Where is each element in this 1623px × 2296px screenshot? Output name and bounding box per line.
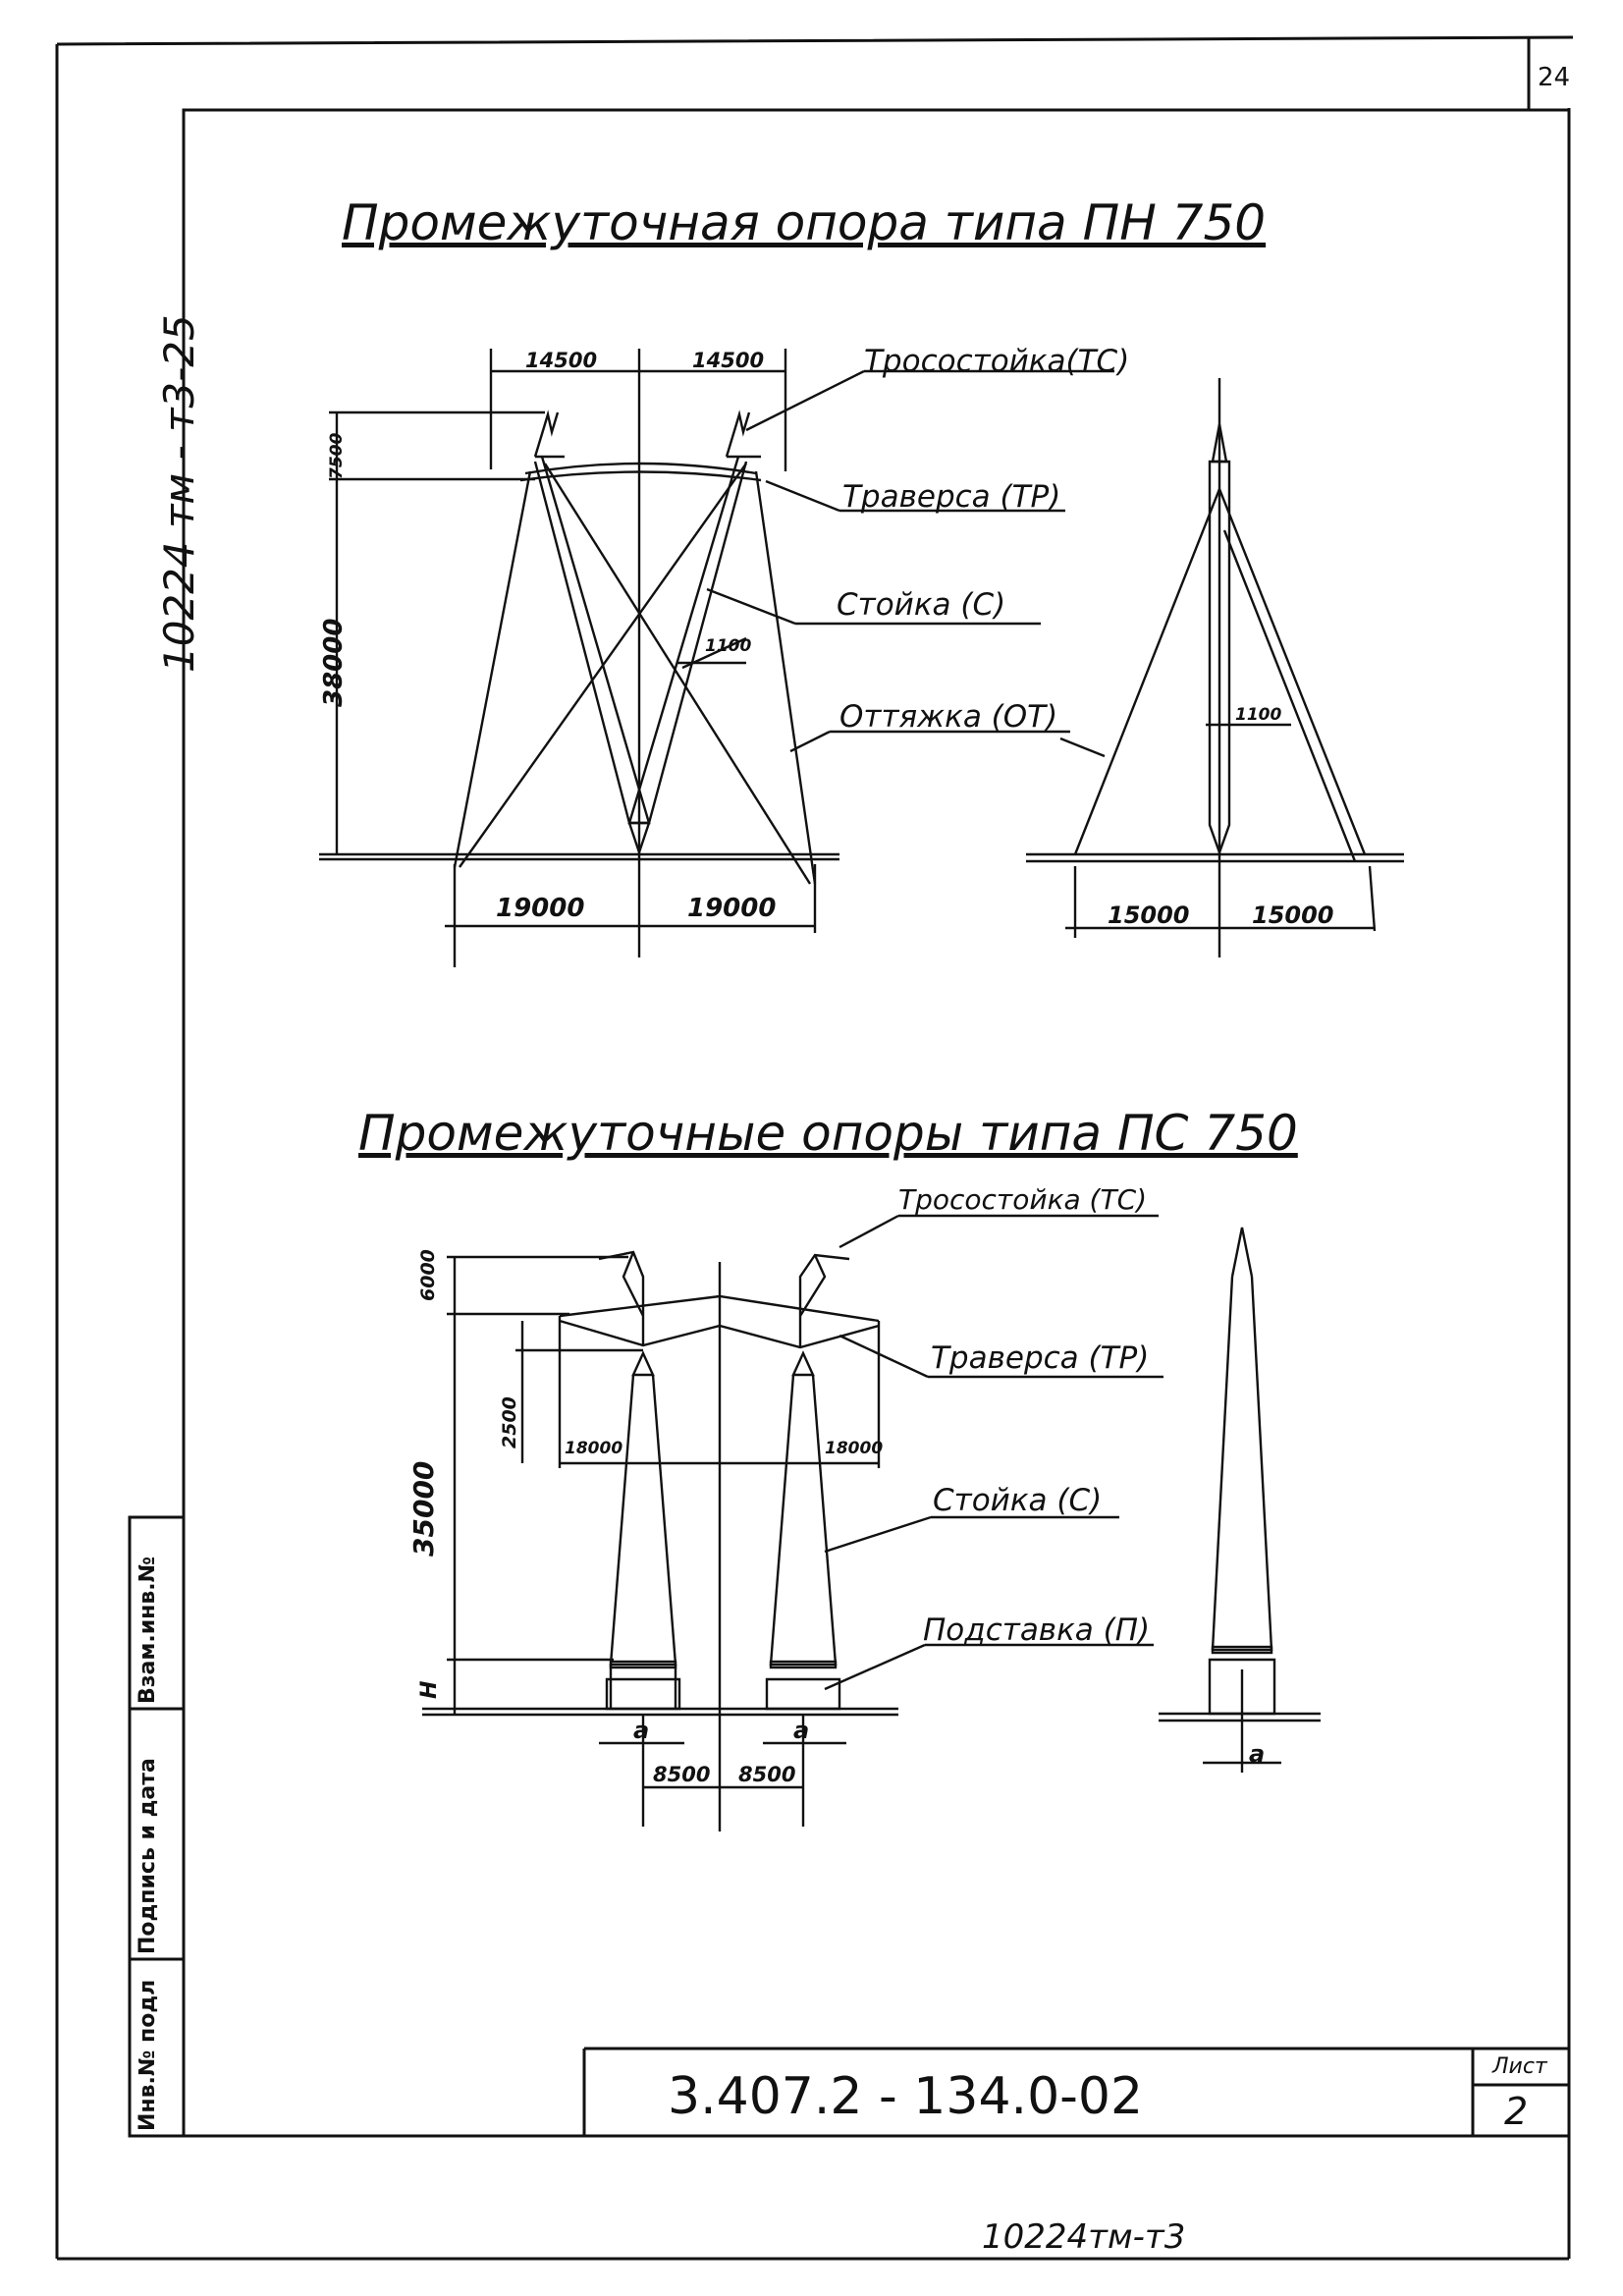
dim-h: H: [417, 1680, 442, 1699]
dim-half1: 8500: [653, 1763, 711, 1786]
dim-a-side: a: [1249, 1740, 1266, 1768]
dim-half2: 8500: [738, 1763, 796, 1786]
inner-frame: [182, 108, 1571, 2138]
top-title: Промежуточная опора типа ПН 750: [342, 194, 1267, 251]
dim-side-right: 15000: [1252, 902, 1334, 929]
dim-base-right: 19000: [687, 894, 777, 923]
dim-side-stand: 1100: [1235, 705, 1282, 725]
dim-left-span: 14500: [525, 349, 598, 372]
dim-side-left: 15000: [1108, 902, 1190, 929]
title-block: [582, 2047, 1569, 2136]
dim-height-bottom: 35000: [407, 1460, 440, 1557]
label-tr-bottom: Траверса (ТР): [931, 1340, 1150, 1376]
dim-height: 38000: [319, 618, 349, 707]
dim-a-left: a: [633, 1717, 650, 1744]
label-ts-top: Тросостойка(ТС): [864, 344, 1130, 379]
dim-left-w: 18000: [565, 1439, 623, 1458]
stamp-label-sign: Подпись и дата: [135, 1758, 160, 1954]
side-code: 10224 тм - т3-25: [155, 314, 203, 673]
stamp-label-repl: Взам.инв.№: [135, 1556, 160, 1704]
dim-a-right: a: [793, 1717, 810, 1744]
sheet-number: 2: [1504, 2090, 1529, 2133]
label-ot-top: Оттяжка (ОТ): [839, 699, 1058, 735]
bottom-code: 10224тм-т3: [982, 2217, 1186, 2257]
dim-tr-h: 2500: [499, 1396, 520, 1449]
label-p-bottom: Подставка (П): [923, 1613, 1151, 1648]
label-s-bottom: Стойка (С): [933, 1483, 1103, 1518]
page-number: 24: [1538, 63, 1571, 92]
dim-top-h-bottom: 6000: [417, 1249, 439, 1301]
bottom-title: Промежуточные опоры типа ПС 750: [358, 1105, 1298, 1162]
dim-top-h: 7500: [327, 432, 347, 479]
label-tr-top: Траверса (ТР): [842, 479, 1061, 515]
label-ts-bottom: Тросостойка (ТС): [898, 1183, 1148, 1216]
stamp-column: [128, 1515, 186, 2138]
dim-stand: 1100: [705, 636, 752, 656]
dim-right-w: 18000: [825, 1439, 884, 1458]
doc-code: 3.407.2 - 134.0-02: [668, 2067, 1144, 2126]
dim-base-left: 19000: [496, 894, 585, 923]
dim-right-span: 14500: [692, 349, 765, 372]
stamp-label-inv: Инв.№ подл: [135, 1979, 160, 2131]
label-s-top: Стойка (С): [837, 587, 1006, 623]
outer-frame: [55, 35, 1574, 2261]
sheet-label: Лист: [1492, 2054, 1547, 2079]
